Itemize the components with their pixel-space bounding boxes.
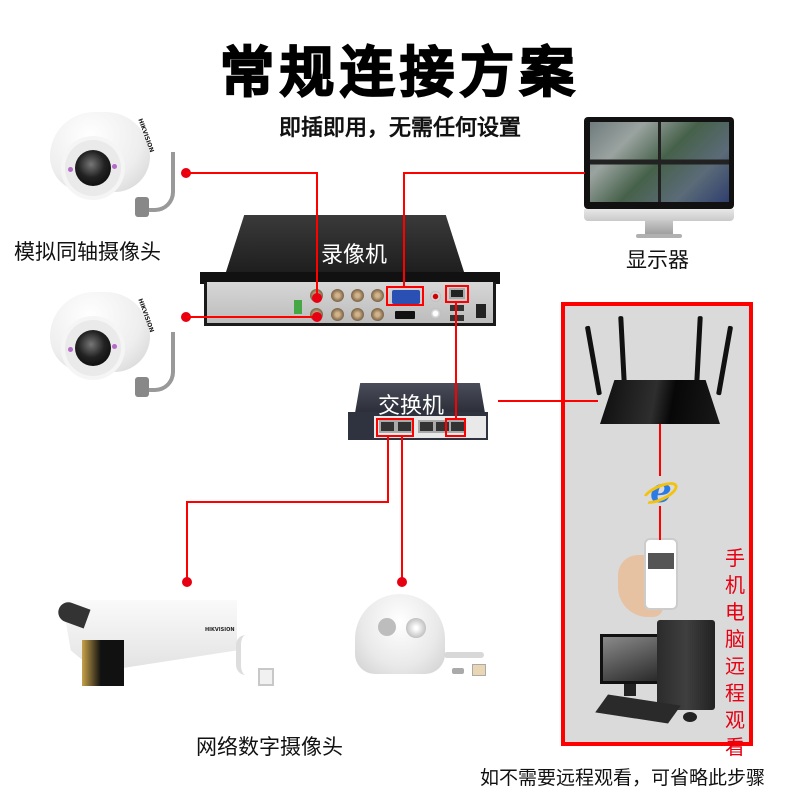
connector-line <box>186 316 316 318</box>
switch-uplink-highlight <box>445 418 466 437</box>
connector-line <box>387 437 389 502</box>
dvr-label: 录像机 <box>321 243 388 268</box>
connector-line <box>659 424 661 476</box>
connector-dot <box>312 312 322 322</box>
connector-line <box>403 172 585 174</box>
connector-line <box>659 506 661 540</box>
page-subtitle: 即插即用，无需任何设置 <box>278 116 521 141</box>
lan-port-highlight <box>445 285 469 303</box>
connector-line <box>455 303 457 419</box>
remote-viewing-vertical-label: 手 机 电 脑 远 程 观 看 <box>725 546 745 759</box>
connector-line <box>186 501 389 503</box>
page-title: 常规连接方案 <box>219 40 580 105</box>
dome-camera-icon: HIKVISION <box>40 112 175 222</box>
ip-camera-label: 网络数字摄像头 <box>196 735 343 759</box>
connector-line <box>498 400 598 402</box>
internet-explorer-icon: e <box>639 474 681 509</box>
footnote: 如不需要远程观看，可省略此步骤 <box>480 767 766 789</box>
connector-line <box>401 437 403 579</box>
connector-dot <box>397 577 407 587</box>
connector-line <box>403 172 405 287</box>
connector-line <box>186 172 317 174</box>
connector-dot <box>182 577 192 587</box>
dome-camera-icon: HIKVISION <box>40 292 175 402</box>
connector-line <box>186 501 188 579</box>
brand-mark: HIKVISION <box>205 627 235 633</box>
connector-dot <box>312 293 322 303</box>
analog-camera-label: 模拟同轴摄像头 <box>14 240 161 264</box>
switch-label: 交换机 <box>378 394 445 419</box>
vga-port-highlight <box>386 286 424 306</box>
switch-ports-highlight <box>376 418 414 437</box>
connector-line <box>316 172 318 296</box>
monitor-label: 显示器 <box>626 248 689 272</box>
